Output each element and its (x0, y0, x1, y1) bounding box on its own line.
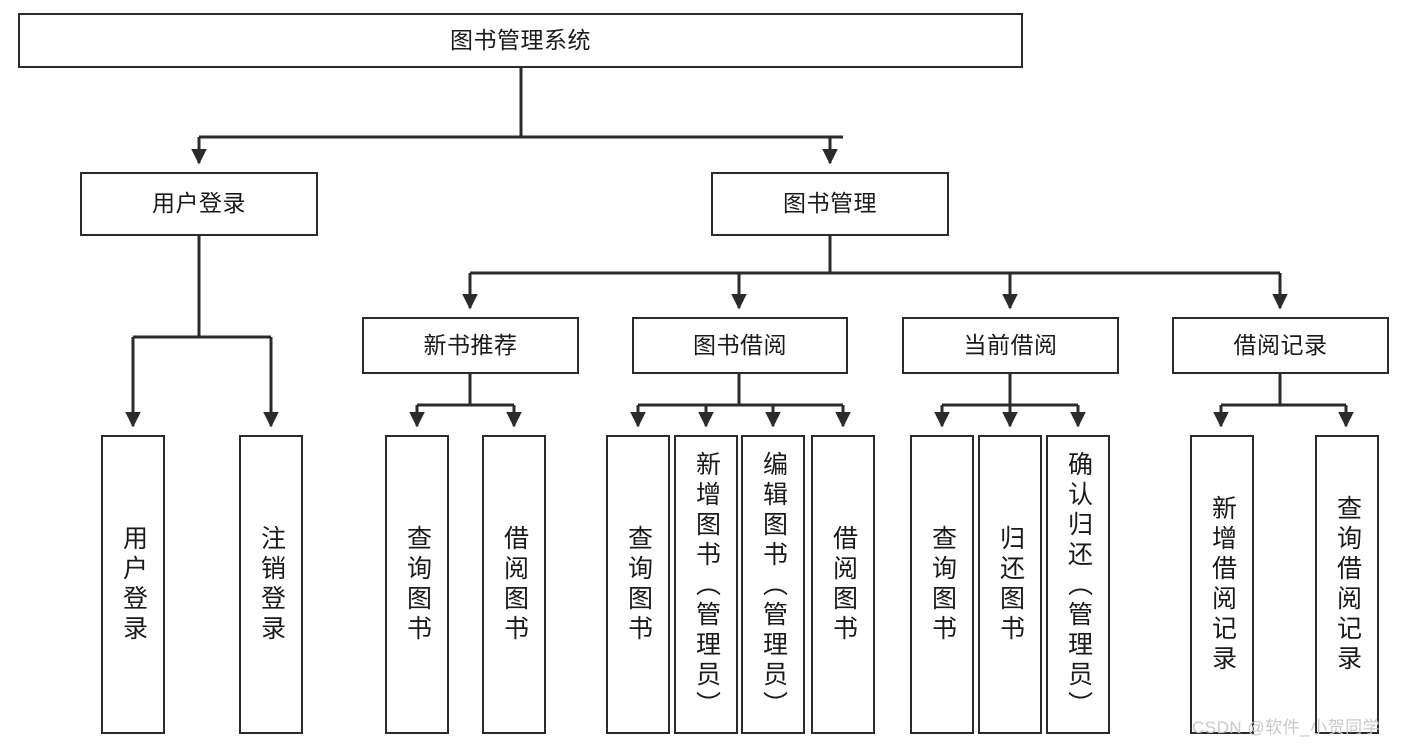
csdn-watermark: CSDN @软件_小贺同学 (1192, 718, 1381, 737)
node-leaf-query-book-2[interactable]: 查询图书 (606, 435, 670, 734)
node-new-book-recommend-label: 新书推荐 (423, 331, 518, 358)
node-leaf-query-book-1-label: 查询图书 (403, 524, 432, 645)
node-book-manage-label: 图书管理 (783, 190, 877, 217)
node-root[interactable]: 图书管理系统 (18, 13, 1023, 68)
node-leaf-borrow-book-1[interactable]: 借阅图书 (482, 435, 546, 734)
node-leaf-logout-login-label: 注销登录 (257, 524, 286, 645)
node-leaf-query-book-3[interactable]: 查询图书 (910, 435, 974, 734)
node-leaf-confirm-return[interactable]: 确认归还（管理员） (1046, 435, 1110, 734)
node-leaf-return-book[interactable]: 归还图书 (978, 435, 1042, 734)
node-leaf-query-book-3-label: 查询图书 (928, 524, 957, 645)
node-leaf-query-book-1[interactable]: 查询图书 (385, 435, 449, 734)
node-leaf-borrow-book-2-label: 借阅图书 (829, 524, 858, 645)
node-current-borrow-label: 当前借阅 (963, 331, 1058, 358)
node-leaf-query-book-2-label: 查询图书 (624, 524, 653, 645)
node-book-borrow-label: 图书借阅 (693, 331, 787, 358)
node-current-borrow[interactable]: 当前借阅 (902, 317, 1119, 374)
node-leaf-confirm-return-label: 确认归还（管理员） (1064, 451, 1093, 721)
node-borrow-record-label: 借阅记录 (1233, 331, 1328, 358)
node-borrow-record[interactable]: 借阅记录 (1172, 317, 1389, 374)
node-leaf-add-record[interactable]: 新增借阅记录 (1190, 435, 1254, 734)
node-leaf-add-book-label: 新增图书（管理员） (692, 451, 721, 721)
node-leaf-borrow-book-2[interactable]: 借阅图书 (811, 435, 875, 734)
node-leaf-edit-book-label: 编辑图书（管理员） (759, 451, 788, 721)
node-new-book-recommend[interactable]: 新书推荐 (362, 317, 579, 374)
node-leaf-edit-book[interactable]: 编辑图书（管理员） (741, 435, 805, 734)
node-leaf-add-book[interactable]: 新增图书（管理员） (674, 435, 738, 734)
node-leaf-return-book-label: 归还图书 (996, 524, 1025, 645)
node-leaf-query-record-label: 查询借阅记录 (1333, 494, 1362, 675)
node-book-manage[interactable]: 图书管理 (711, 172, 949, 236)
node-book-borrow[interactable]: 图书借阅 (632, 317, 848, 374)
node-leaf-user-login[interactable]: 用户登录 (101, 435, 165, 734)
node-leaf-borrow-book-1-label: 借阅图书 (500, 524, 529, 645)
node-leaf-logout-login[interactable]: 注销登录 (239, 435, 303, 734)
node-leaf-query-record[interactable]: 查询借阅记录 (1315, 435, 1379, 734)
node-leaf-user-login-label: 用户登录 (119, 524, 148, 645)
node-user-login-label: 用户登录 (152, 190, 246, 217)
node-root-label: 图书管理系统 (450, 26, 591, 53)
node-user-login[interactable]: 用户登录 (80, 172, 318, 236)
node-leaf-add-record-label: 新增借阅记录 (1208, 494, 1237, 675)
